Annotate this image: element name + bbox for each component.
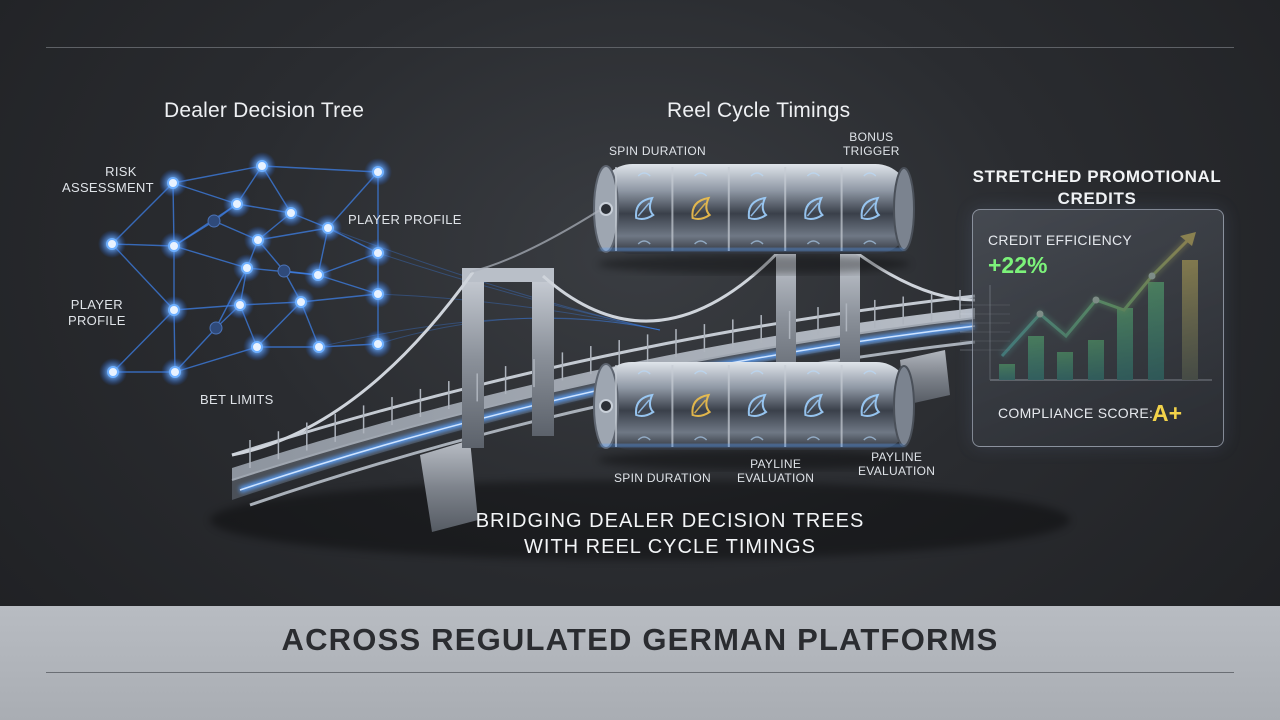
network-edge — [111, 243, 175, 311]
reel-symbol-icon — [691, 393, 712, 417]
bridge — [210, 240, 1070, 560]
credit-efficiency-value: +22% — [988, 252, 1048, 278]
network-edge — [261, 165, 379, 173]
credit-efficiency-label: CREDIT EFFICIENCY — [988, 232, 1133, 248]
network-link — [377, 293, 661, 331]
label-payline1-line2: EVALUATION — [737, 471, 815, 485]
network-node-icon — [160, 296, 188, 324]
label-bonus-trigger: BONUS TRIGGER — [843, 130, 900, 158]
network-node-icon — [160, 232, 188, 260]
network-node-icon — [226, 291, 254, 319]
label-risk-line1: RISK — [105, 164, 137, 179]
footer-band — [0, 606, 1280, 720]
network-node-icon — [364, 239, 392, 267]
reel-symbol-icon — [804, 393, 824, 417]
compliance-score-label: COMPLIANCE SCORE: — [998, 405, 1154, 421]
reel-symbol-icon — [635, 393, 655, 417]
reel-symbol-icon — [860, 196, 881, 220]
reel-assembly-top — [469, 164, 915, 274]
promo-title-line2: CREDITS — [1057, 189, 1137, 208]
network-node-icon — [304, 261, 332, 289]
network-node-icon — [287, 288, 315, 316]
label-payline-evaluation-2: PAYLINE EVALUATION — [858, 450, 935, 478]
network-edge — [112, 309, 175, 373]
network-node-icon — [243, 333, 271, 361]
reel-symbol-icon — [635, 196, 655, 220]
network-node-icon — [244, 226, 272, 254]
network-node-icon — [159, 169, 187, 197]
network-edge — [111, 182, 174, 245]
network-node-icon — [223, 190, 251, 218]
network-node-icon — [364, 330, 392, 358]
reel-symbol-icon — [860, 393, 881, 417]
network-node-icon — [248, 152, 276, 180]
label-payline-evaluation-1: PAYLINE EVALUATION — [737, 457, 814, 485]
reel-symbol-icon — [747, 196, 768, 220]
label-player-profile-right: PLAYER PROFILE — [348, 212, 462, 227]
decision-tree-network — [98, 152, 661, 386]
network-node-icon — [364, 280, 392, 308]
top-divider — [46, 47, 1234, 48]
caption-line1: BRIDGING DEALER DECISION TREES — [475, 510, 865, 532]
label-spin-duration-bottom: SPIN DURATION — [614, 471, 712, 485]
network-node-icon — [314, 214, 342, 242]
promo-title-line1: STRETCHED PROMOTIONAL — [972, 167, 1222, 186]
network-node-icon — [277, 199, 305, 227]
reel-symbol-icon — [747, 393, 768, 417]
network-node-icon — [99, 358, 127, 386]
label-payline1-line1: PAYLINE — [750, 457, 802, 471]
network-link — [377, 252, 661, 331]
network-node-icon — [161, 358, 189, 386]
label-risk-assessment: RISK ASSESSMENT — [62, 164, 154, 196]
network-link — [377, 317, 661, 345]
network-node-icon — [305, 333, 333, 361]
reel-symbol-icon — [691, 196, 712, 220]
label-player-line2: PROFILE — [68, 313, 126, 328]
decision-tree-title: Dealer Decision Tree — [164, 99, 365, 122]
label-player-line1: PLAYER — [70, 297, 123, 312]
reel-symbol-icon — [804, 196, 824, 220]
network-node-icon — [364, 158, 392, 186]
footer-title: ACROSS REGULATED GERMAN PLATFORMS — [281, 622, 999, 657]
label-risk-line2: ASSESSMENT — [62, 180, 154, 195]
network-node-icon — [209, 321, 223, 335]
label-bet-limits: BET LIMITS — [200, 392, 274, 407]
label-player-profile-left: PLAYER PROFILE — [68, 297, 126, 329]
bridge-caption: BRIDGING DEALER DECISION TREES WITH REEL… — [470, 508, 870, 560]
caption-line2: WITH REEL CYCLE TIMINGS — [524, 536, 816, 558]
network-edge — [172, 165, 263, 184]
network-edge — [174, 346, 258, 373]
reel-body — [598, 164, 910, 254]
label-bonus-line2: TRIGGER — [843, 144, 900, 158]
label-spin-duration-top: SPIN DURATION — [609, 144, 707, 158]
label-payline2-line1: PAYLINE — [871, 450, 923, 464]
reels-title: Reel Cycle Timings — [667, 99, 851, 122]
promo-panel — [972, 209, 1224, 447]
reel-assembly-bottom — [593, 362, 915, 470]
reel-body — [598, 362, 910, 450]
network-node-icon — [233, 254, 261, 282]
label-bonus-line1: BONUS — [849, 130, 894, 144]
promo-title: STRETCHED PROMOTIONAL CREDITS — [972, 166, 1222, 210]
footer-divider — [46, 672, 1234, 673]
compliance-grade: A+ — [1152, 400, 1183, 426]
label-payline2-line2: EVALUATION — [858, 464, 936, 478]
network-node-icon — [98, 230, 126, 258]
network-node-icon — [277, 264, 291, 278]
network-node-icon — [207, 214, 221, 228]
